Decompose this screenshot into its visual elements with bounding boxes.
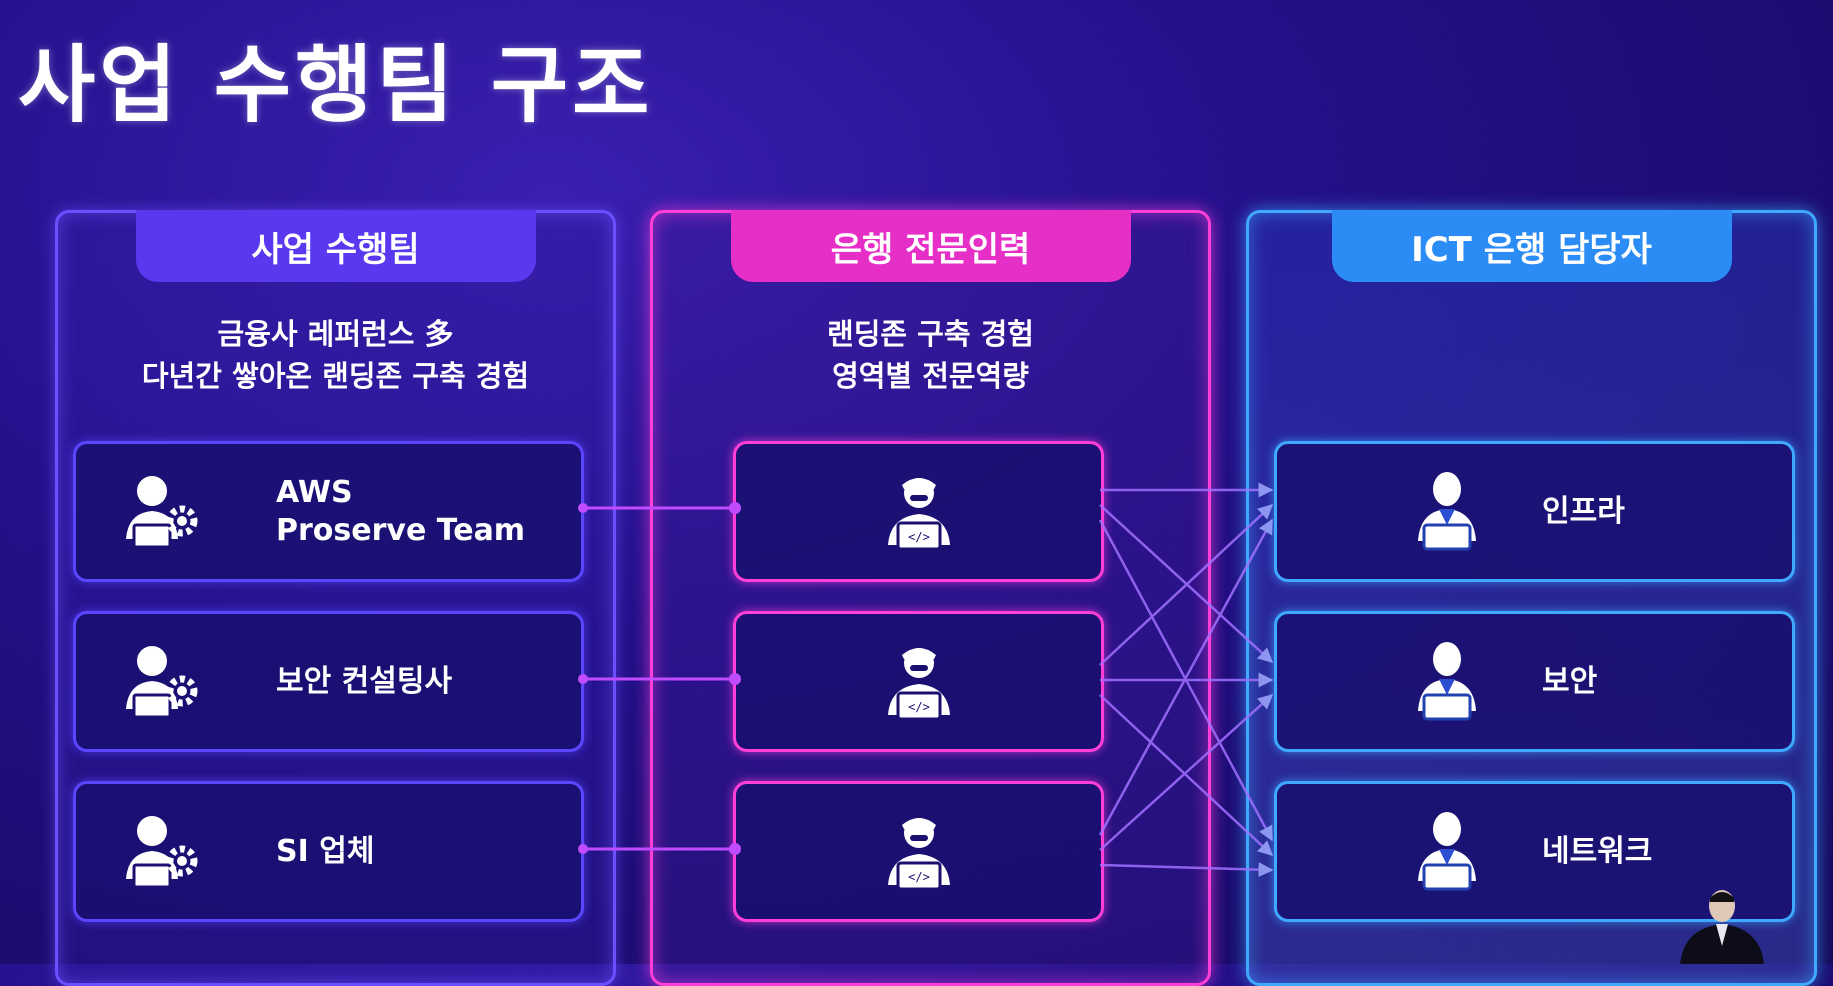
infra-box: 인프라 [1274, 441, 1795, 582]
business-team-heading: 사업 수행팀 [135, 210, 536, 282]
security-consulting-box: 보안 컨설팅사 [73, 611, 584, 752]
arrow-expert-2-to-network [1099, 694, 1274, 857]
aws-proserve-label-line-1: AWS [276, 474, 353, 510]
node-dot [729, 673, 741, 685]
aws-proserve-label: AWS Proserve Team [276, 474, 525, 550]
page-title: 사업 수행팀 구조 [18, 36, 654, 134]
business-team-desc-line-2: 다년간 쌓아온 랜딩존 구축 경험 [141, 359, 530, 393]
node-dot [729, 502, 741, 514]
node-dot [729, 843, 741, 855]
si-company-box: SI 업체 [73, 781, 584, 922]
bank-experts-desc-line-1: 랜딩존 구축 경험 [827, 317, 1034, 351]
bank-experts-heading: 은행 전문인력 [730, 210, 1131, 282]
node-dot [578, 844, 588, 854]
node-dot [578, 674, 588, 684]
si-company-label: SI 업체 [276, 833, 375, 869]
business-team-description: 금융사 레퍼런스 多 다년간 쌓아온 랜딩존 구축 경험 [58, 313, 613, 397]
connector-lines [578, 482, 1274, 878]
arrow-expert-2-to-infra [1099, 503, 1274, 666]
infra-label: 인프라 [1542, 493, 1625, 529]
network-box: 네트워크 [1274, 781, 1795, 922]
business-team-desc-line-1: 금융사 레퍼런스 多 [217, 317, 454, 351]
bank-experts-panel: 은행 전문인력 랜딩존 구축 경험 영역별 전문역량 [650, 210, 1211, 986]
bank-experts-desc-line-2: 영역별 전문역량 [832, 359, 1029, 393]
arrow-expert-3-to-network [1099, 862, 1274, 878]
aws-proserve-label-line-2: Proserve Team [276, 512, 526, 548]
bank-expert-box-1 [733, 441, 1104, 582]
presenter-figure [1680, 890, 1764, 964]
security-label: 보안 [1542, 663, 1598, 699]
security-box: 보안 [1274, 611, 1795, 752]
bank-experts-description: 랜딩존 구축 경험 영역별 전문역량 [653, 313, 1208, 397]
bank-expert-box-3 [733, 781, 1104, 922]
ict-bank-staff-heading: ICT 은행 담당자 [1331, 210, 1732, 282]
bank-expert-box-2 [733, 611, 1104, 752]
arrow-expert-3-to-infra [1098, 518, 1274, 836]
arrow-expert-3-to-security [1099, 693, 1274, 851]
security-consulting-label: 보안 컨설팅사 [276, 663, 453, 699]
network-label: 네트워크 [1542, 833, 1653, 869]
node-dot [578, 503, 588, 513]
ict-bank-staff-panel: ICT 은행 담당자 인프라 보안 네트워크 [1246, 210, 1817, 986]
